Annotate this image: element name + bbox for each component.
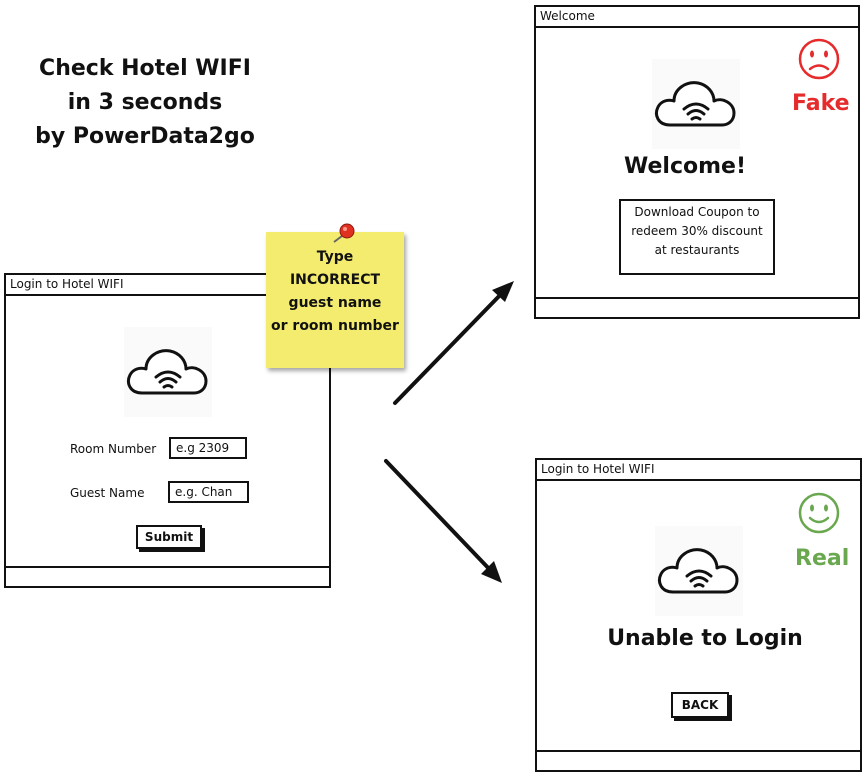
sticky-note-line-1: Type xyxy=(316,249,354,265)
sticky-note-line-3: guest name xyxy=(288,295,382,311)
sad-face-icon xyxy=(798,38,840,80)
headline: Check Hotel WIFI in 3 seconds by PowerDa… xyxy=(20,52,270,154)
fake-verdict-label: Fake xyxy=(792,91,850,116)
login-wifi-cloud-icon xyxy=(124,327,212,417)
fake-wifi-cloud-icon xyxy=(652,59,740,149)
fake-window-statusbar xyxy=(536,297,858,317)
fake-welcome-window: Welcome xyxy=(534,5,860,319)
login-window-title: Login to Hotel WIFI xyxy=(6,275,329,296)
real-window-title: Login to Hotel WIFI xyxy=(537,460,860,481)
room-number-input[interactable]: e.g 2309 xyxy=(169,437,247,459)
guest-name-label: Guest Name xyxy=(70,486,145,500)
login-window-statusbar xyxy=(6,566,329,586)
fake-window-title: Welcome xyxy=(536,7,858,28)
real-login-window: Login to Hotel WIFI BACK xyxy=(535,458,862,772)
pushpin-icon xyxy=(333,223,355,243)
back-button[interactable]: BACK xyxy=(671,692,729,718)
happy-face-icon xyxy=(798,492,840,534)
coupon-line-1: Download Coupon to xyxy=(634,205,760,219)
coupon-box[interactable]: Download Coupon to redeem 30% discount a… xyxy=(619,199,775,275)
headline-line-1: Check Hotel WIFI xyxy=(39,56,251,81)
welcome-heading: Welcome! xyxy=(624,154,746,179)
headline-line-3: by PowerData2go xyxy=(35,124,255,149)
coupon-line-2: redeem 30% discount xyxy=(631,224,763,238)
real-window-statusbar xyxy=(537,750,860,770)
arrow-to-fake xyxy=(393,281,514,405)
guest-name-input[interactable]: e.g. Chan xyxy=(168,481,249,503)
real-wifi-cloud-icon xyxy=(655,526,743,616)
sticky-note-line-4: or room number xyxy=(271,318,399,334)
submit-button[interactable]: Submit xyxy=(136,525,202,549)
sticky-note-line-2: INCORRECT xyxy=(289,272,381,288)
coupon-line-3: at restaurants xyxy=(654,243,740,257)
unable-to-login-heading: Unable to Login xyxy=(607,626,803,651)
real-verdict-label: Real xyxy=(795,546,850,571)
room-number-label: Room Number xyxy=(70,442,157,456)
arrow-to-real xyxy=(384,459,502,583)
headline-line-2: in 3 seconds xyxy=(67,90,223,115)
sticky-note: Type INCORRECT guest name or room number xyxy=(266,232,404,368)
